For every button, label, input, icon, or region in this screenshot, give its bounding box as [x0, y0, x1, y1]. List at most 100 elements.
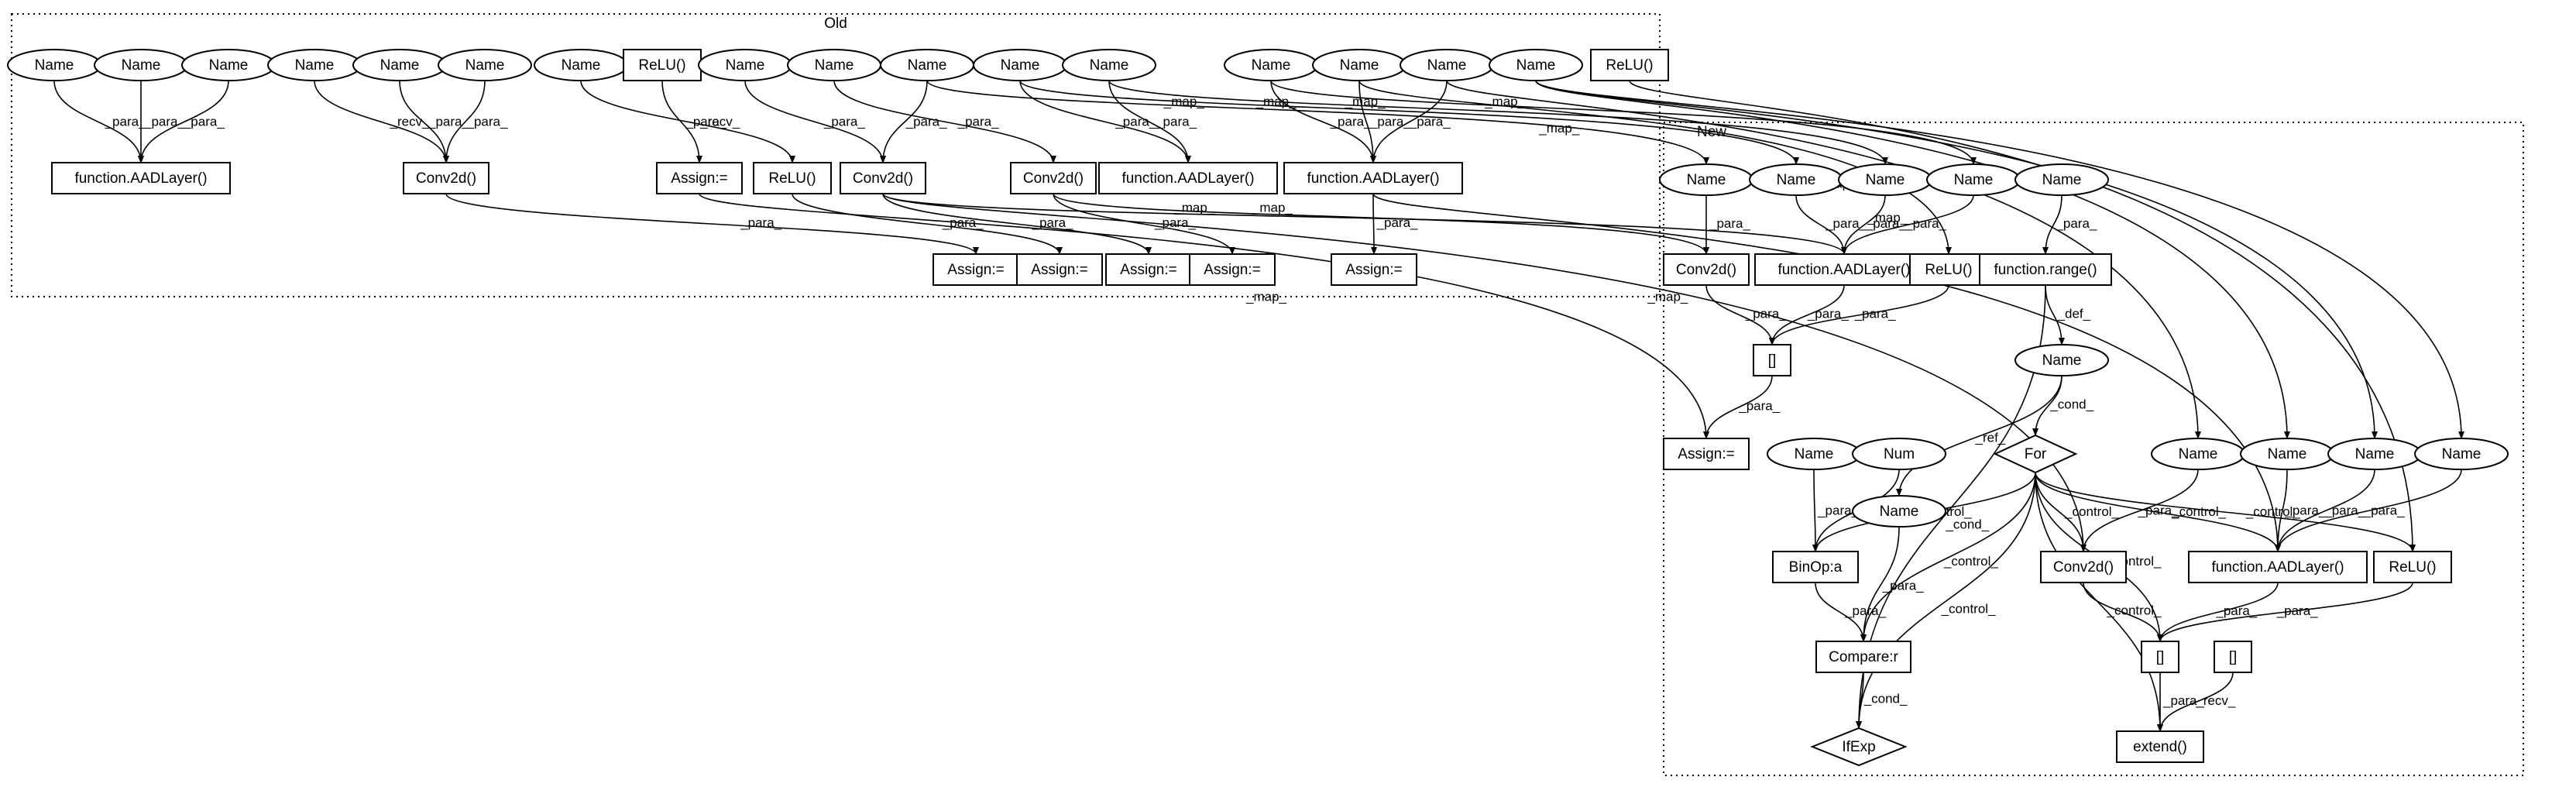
- node-o-relu2[interactable]: ReLU(): [753, 162, 832, 194]
- edge-o-n9-to-o-conv3: [833, 80, 1056, 163]
- node-n-relu1[interactable]: ReLU(): [1909, 253, 1988, 286]
- node-o-n4[interactable]: Name: [267, 49, 362, 81]
- node-o-n16[interactable]: Name: [1489, 49, 1583, 81]
- node-o-n9[interactable]: Name: [787, 49, 881, 81]
- node-o-n2[interactable]: Name: [94, 49, 188, 81]
- node-label: Conv2d(): [853, 170, 913, 187]
- node-n-n8[interactable]: Name: [2151, 438, 2245, 470]
- cluster-old-border: [11, 13, 1661, 297]
- edge-o-n4-to-o-conv1: [314, 80, 449, 163]
- node-o-n3[interactable]: Name: [181, 49, 276, 81]
- edge-label: _para_: [1155, 114, 1197, 129]
- node-n-conv1[interactable]: Conv2d(): [1663, 253, 1750, 286]
- node-o-n10[interactable]: Name: [880, 49, 974, 81]
- node-label: ReLU(): [2389, 559, 2436, 576]
- node-n-list1[interactable]: []: [1753, 344, 1791, 376]
- node-n-n11[interactable]: Name: [2414, 438, 2509, 470]
- node-n-num[interactable]: Num: [1852, 438, 1946, 470]
- node-n-binop[interactable]: BinOp:a: [1772, 551, 1859, 583]
- node-n-n4[interactable]: Name: [1926, 163, 2021, 196]
- node-n-aad1[interactable]: function.AADLayer(): [1754, 253, 1934, 286]
- node-o-conv1[interactable]: Conv2d(): [403, 162, 489, 194]
- decision-node-diamond: [1810, 727, 1908, 767]
- node-n-conv2[interactable]: Conv2d(): [2040, 551, 2127, 583]
- node-label: Name: [35, 57, 74, 74]
- node-o-conv2[interactable]: Conv2d(): [840, 162, 926, 194]
- node-n-for[interactable]: For: [1993, 434, 2078, 474]
- node-o-assign1[interactable]: Assign:=: [656, 162, 743, 194]
- node-n-n2[interactable]: Name: [1749, 163, 1843, 196]
- edge-o-n16-to-n-n9: [1535, 80, 2290, 439]
- node-o-n12[interactable]: Name: [1062, 49, 1156, 81]
- node-n-name-def[interactable]: Name: [2014, 344, 2109, 376]
- node-o-n13[interactable]: Name: [1224, 49, 1318, 81]
- node-o-assign3[interactable]: Assign:=: [1016, 253, 1103, 286]
- operation-node-box: [51, 162, 231, 194]
- node-o-n11[interactable]: Name: [973, 49, 1067, 81]
- node-o-aad2[interactable]: function.AADLayer(): [1098, 162, 1278, 194]
- node-o-assign5[interactable]: Assign:=: [1189, 253, 1276, 286]
- node-n-extend[interactable]: extend(): [2116, 730, 2204, 763]
- node-o-n15[interactable]: Name: [1400, 49, 1494, 81]
- edge-label: _para_: [466, 114, 508, 129]
- edge-o-conv2-to-o-assign4: [882, 193, 1152, 255]
- operation-node-box: [1098, 162, 1278, 194]
- operation-node-box: [1331, 253, 1417, 286]
- operation-node-box: [1772, 551, 1859, 583]
- node-o-n6[interactable]: Name: [438, 49, 532, 81]
- node-n-assign[interactable]: Assign:=: [1663, 438, 1750, 470]
- operation-node-box: [2141, 641, 2179, 673]
- operation-node-box: [2214, 641, 2252, 673]
- node-n-aad2[interactable]: function.AADLayer(): [2188, 551, 2368, 583]
- edge-n-relu1-to-n-list1: [1769, 284, 1949, 345]
- node-n-range[interactable]: function.range(): [1979, 253, 2112, 286]
- node-o-relu1[interactable]: ReLU(): [623, 49, 702, 81]
- node-n-ifexp[interactable]: IfExp: [1810, 727, 1908, 767]
- node-n-n3[interactable]: Name: [1838, 163, 1932, 196]
- edge-label: _def_: [2057, 306, 2091, 321]
- node-n-list2[interactable]: []: [2141, 641, 2179, 673]
- edge-label: _para_: [1115, 114, 1156, 129]
- node-n-n9[interactable]: Name: [2240, 438, 2334, 470]
- node-o-conv3[interactable]: Conv2d(): [1010, 162, 1097, 194]
- node-o-relu-top[interactable]: ReLU(): [1590, 49, 1669, 81]
- edge-n-n11-to-n-aad2: [2275, 469, 2462, 552]
- edge-label: _control_: [2064, 504, 2119, 519]
- edge-o-n6-to-o-conv1: [443, 80, 486, 163]
- node-label: Name: [1001, 57, 1040, 74]
- operation-node-box: [1189, 253, 1276, 286]
- node-o-aad1[interactable]: function.AADLayer(): [51, 162, 231, 194]
- node-o-n14[interactable]: Name: [1312, 49, 1406, 81]
- node-o-assign4[interactable]: Assign:=: [1105, 253, 1192, 286]
- node-n-compare[interactable]: Compare:r: [1815, 641, 1911, 673]
- node-label: ReLU(): [1925, 262, 1972, 278]
- node-n-n10[interactable]: Name: [2327, 438, 2422, 470]
- node-n-n6[interactable]: Name: [1767, 438, 1861, 470]
- node-n-relu2[interactable]: ReLU(): [2373, 551, 2452, 583]
- name-node-ellipse: [1852, 438, 1946, 470]
- node-label: Name: [815, 57, 854, 74]
- operation-node-box: [403, 162, 489, 194]
- node-n-n1[interactable]: Name: [1659, 163, 1753, 196]
- node-n-n7[interactable]: Name: [1852, 495, 1946, 528]
- node-o-assign6[interactable]: Assign:=: [1331, 253, 1417, 286]
- node-o-n5[interactable]: Name: [352, 49, 447, 81]
- edge-label: _ref_: [1975, 430, 2006, 445]
- node-o-n8[interactable]: Name: [698, 49, 792, 81]
- edge-label: _cond_: [1863, 692, 1908, 706]
- node-o-assign2[interactable]: Assign:=: [933, 253, 1019, 286]
- edge-label: _map_: [1484, 94, 1526, 108]
- edge-label: _para_: [1709, 216, 1750, 231]
- node-o-aad3[interactable]: function.AADLayer(): [1283, 162, 1463, 194]
- node-n-n5[interactable]: Name: [2014, 163, 2109, 196]
- node-o-n1[interactable]: Name: [7, 49, 101, 81]
- node-n-list3[interactable]: []: [2214, 641, 2252, 673]
- node-label: Name: [908, 57, 947, 74]
- operation-node-box: [2188, 551, 2368, 583]
- edge-n-binop-to-n-compare: [1815, 582, 1867, 642]
- operation-node-box: [1663, 438, 1750, 470]
- node-o-n7[interactable]: Name: [534, 49, 628, 81]
- node-label: Name: [1795, 446, 1834, 462]
- node-label: Name: [1252, 57, 1291, 74]
